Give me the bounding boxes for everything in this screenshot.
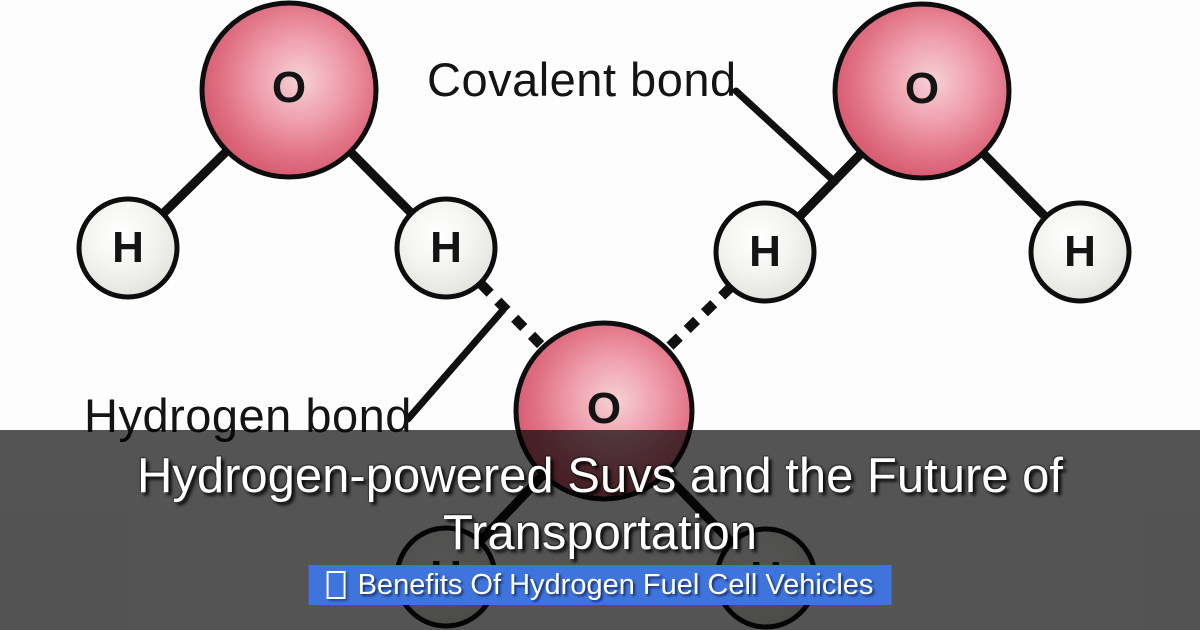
hydrogen-bond-dashed-line [663,283,735,353]
hydrogen-atom [394,196,498,300]
covalent-bond-label: Covalent bond [427,53,737,106]
hydrogen-atom-label: H [430,223,462,272]
topic-badge-label: Benefits Of Hydrogen Fuel Cell Vehicles [357,568,874,601]
oxygen-atom [832,1,1012,181]
topic-badge: Benefits Of Hydrogen Fuel Cell Vehicles [308,565,892,605]
hydrogen-atom [76,196,180,300]
hydrogen-atom-label: H [1064,227,1096,276]
hydrogen-atom-label: H [112,223,144,272]
covalent-label-pointer-line [732,87,839,186]
oxygen-atom [199,0,379,180]
hydrogen-atom-label: H [749,227,781,276]
hydrogen-atom [1028,200,1132,304]
missing-glyph-icon [326,571,346,599]
oxygen-atom-label: O [271,63,307,112]
hydrogen-bond-dashed-line [477,280,547,351]
hydrogen-atom [713,200,817,304]
oxygen-atom-label: O [904,64,940,113]
hydrogen-label-pointer-line [404,306,507,423]
page-title: Hydrogen-powered Suvs and the Future of … [136,449,1064,560]
oxygen-atom-label: O [586,384,622,433]
